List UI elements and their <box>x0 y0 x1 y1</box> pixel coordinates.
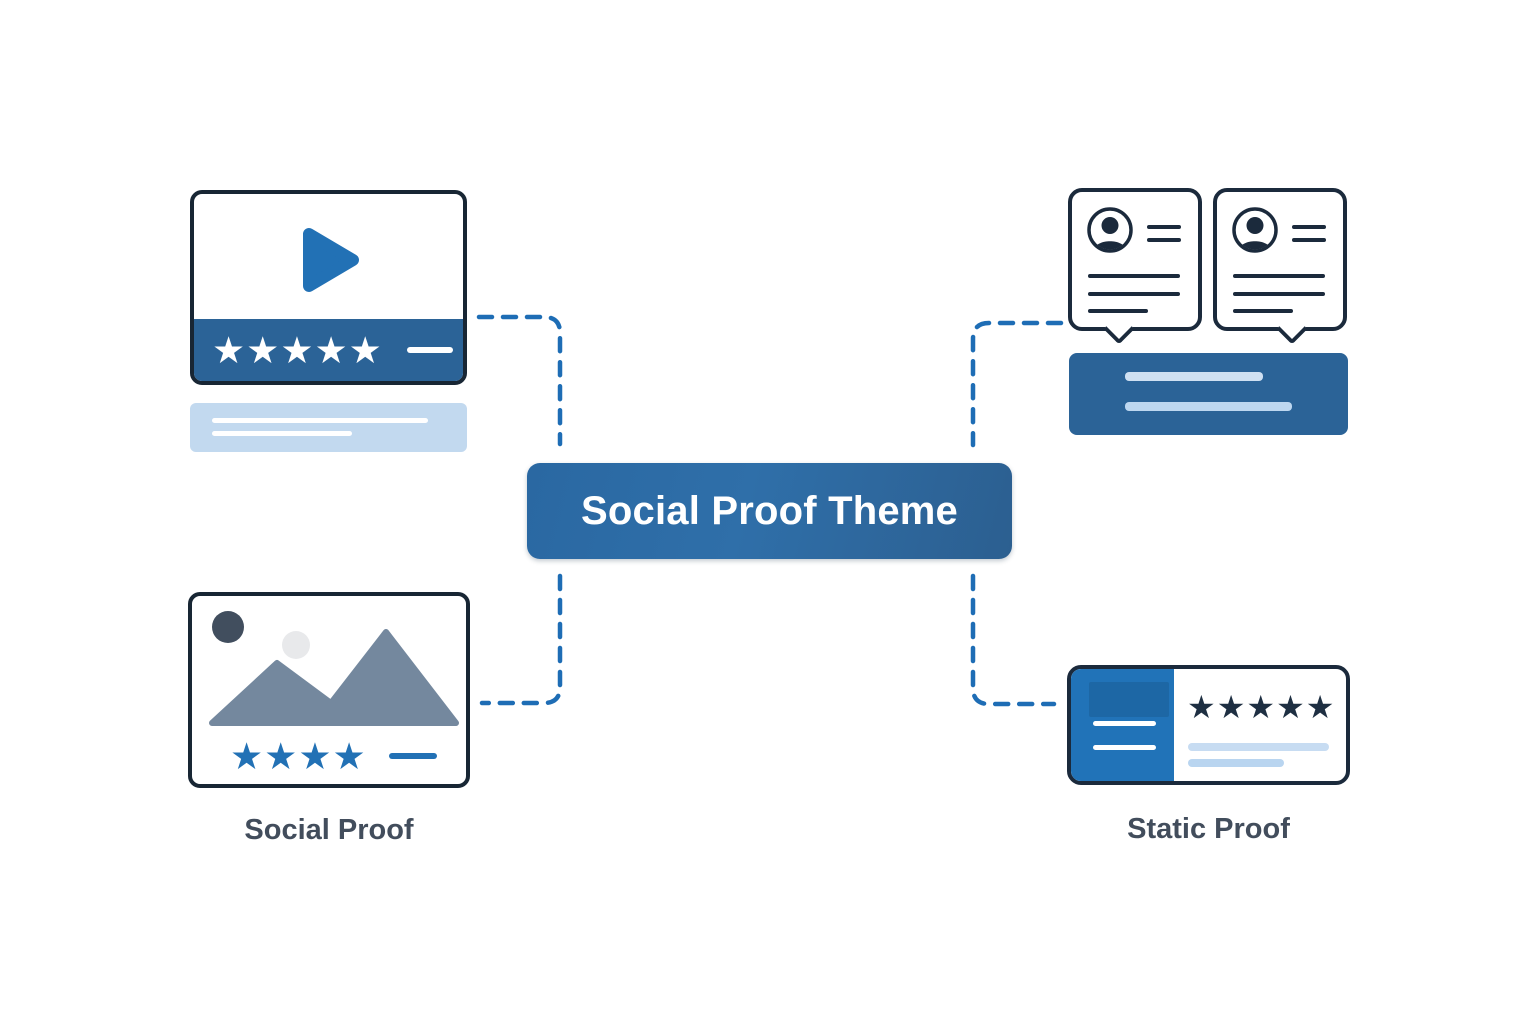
text-line <box>1233 274 1325 278</box>
sun-circle-icon <box>212 611 244 643</box>
center-theme-node: Social Proof Theme <box>527 463 1012 559</box>
caption-box <box>190 403 467 452</box>
banner-line <box>1125 402 1292 411</box>
star-rating: ★★★★★ <box>1187 688 1336 726</box>
connector-bottom-right <box>970 573 1057 707</box>
testimonial-bubble <box>1068 188 1202 345</box>
rating-dash <box>388 753 437 759</box>
image-placeholder-icon <box>209 629 459 726</box>
text-line <box>1147 238 1181 242</box>
star-rating: ★★★★★ <box>212 328 383 372</box>
image-review-card: ★★★★ <box>188 592 470 788</box>
avatar-icon <box>1087 207 1133 253</box>
testimonial-bubble <box>1213 188 1347 345</box>
play-icon <box>303 228 359 292</box>
static-review-card: ★★★★★ <box>1067 665 1350 785</box>
caption-line <box>212 418 428 423</box>
video-rating-bar: ★★★★★ <box>194 319 463 381</box>
center-theme-title: Social Proof Theme <box>580 488 959 533</box>
card-side-panel <box>1071 669 1174 781</box>
rating-dash <box>406 347 453 353</box>
star-rating-row: ★★★★★ <box>1187 687 1335 727</box>
image-rating-row: ★★★★ <box>192 736 437 776</box>
text-line <box>1088 274 1180 278</box>
static-proof-label: Static Proof <box>1127 813 1290 845</box>
avatar-icon <box>1232 207 1278 253</box>
connector-bottom-left <box>479 573 563 706</box>
banner-line <box>1125 372 1263 381</box>
cloud-circle-icon <box>282 631 310 659</box>
text-line <box>1292 225 1326 229</box>
text-line <box>1088 292 1180 296</box>
text-line <box>1233 309 1293 313</box>
video-review-card: ★★★★★ <box>190 190 467 385</box>
text-line <box>1292 238 1326 242</box>
panel-thumbnail <box>1089 682 1169 717</box>
review-banner <box>1069 353 1348 435</box>
text-line <box>1093 721 1156 726</box>
text-line <box>1088 309 1148 313</box>
text-line <box>1147 225 1181 229</box>
social-proof-label: Social Proof <box>244 814 414 846</box>
bubble-tail <box>1103 313 1135 345</box>
bubble-tail <box>1276 313 1308 345</box>
star-rating: ★★★★ <box>230 734 367 778</box>
caption-line <box>212 431 352 436</box>
text-line <box>1188 743 1329 751</box>
text-line <box>1188 759 1284 767</box>
connector-top-right <box>970 320 1064 448</box>
connector-top-left <box>476 314 563 447</box>
text-line <box>1233 292 1325 296</box>
text-line <box>1093 745 1156 750</box>
